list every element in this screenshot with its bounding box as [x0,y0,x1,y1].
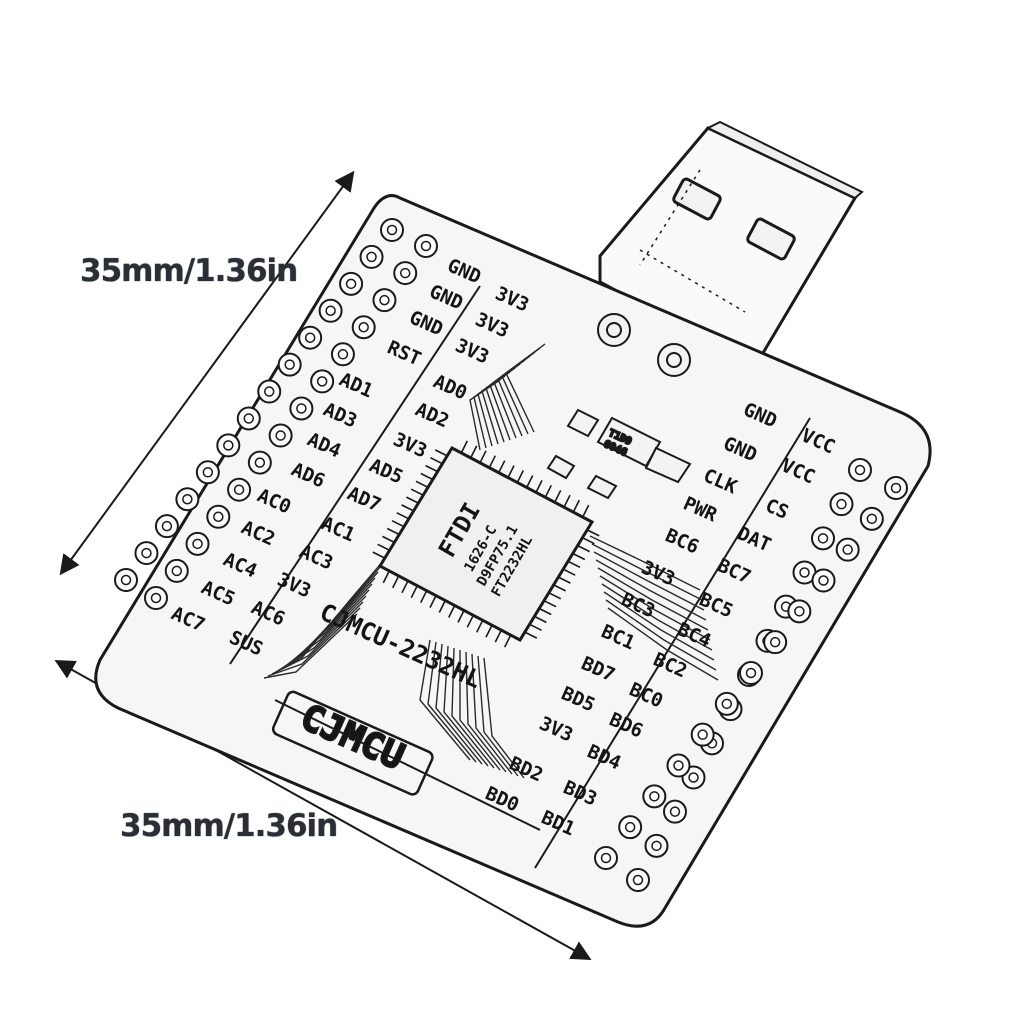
trace [465,651,507,773]
header-hole-center [817,533,829,544]
trace [443,645,489,767]
header-hole-center [818,575,829,586]
header-hole-center [213,511,224,523]
header-hole-center [345,278,357,290]
right-outer-pin-labels: VCC VCC CS DAT BC7 BC5 BC4 BC2 BC0 BD6 B… [538,424,838,840]
header-hole-center [233,484,245,495]
header-hole-center [182,493,193,505]
width-dimension-label: 35mm/1.36in [120,808,338,844]
header-hole-center [836,498,847,510]
header-hole-center [420,240,432,252]
header-hole-center [624,821,636,833]
trace [599,575,711,641]
header-hole-center [854,464,866,476]
height-dimension-label: 35mm/1.36in [80,253,298,289]
header-hole-center [296,403,307,414]
passive-components: T1D9 604G [546,313,692,500]
trace [591,543,703,601]
header-hole-center [794,606,805,617]
header-hole-center [866,513,878,525]
trace [459,650,501,771]
trace [483,657,525,779]
trace [593,551,705,611]
header-hole-center [284,359,295,370]
header-hole-center [399,267,411,279]
header-hole-center [651,840,662,852]
trace [279,589,370,671]
header-hole-center [304,332,316,343]
trace [603,591,715,661]
header-hole-center [325,305,336,317]
header-hole-center [254,457,266,468]
header-hole-center [688,772,699,783]
trace [451,647,495,769]
trace [471,653,513,775]
header-hole-center [223,440,234,451]
header-hole-center [243,413,255,424]
header-hole-center [632,874,644,886]
header-hole-center [171,565,183,577]
header-hole-center [673,760,684,771]
trace [427,641,477,763]
header-hole-center [202,467,214,478]
height-dimension-arrow [59,170,355,576]
trace [477,655,519,777]
header-hole-center [799,567,810,578]
header-hole-center [649,791,660,802]
trace [597,567,709,631]
trace [601,583,713,651]
trace [271,601,364,675]
header-hole-center [263,386,275,397]
silkscreen-dividers [229,285,811,869]
header-hole-center [745,667,757,679]
chip: FTDI 1626-C D9FP75.1 FT2232HL [372,440,600,648]
header-hole-center [316,376,328,387]
header-hole-center [150,592,162,604]
header-hole-center [366,251,377,263]
trace [419,639,471,761]
header-hole-center [386,224,398,236]
header-hole-center [141,547,152,559]
header-holes [114,218,908,892]
header-hole-center [600,852,612,864]
trace [275,595,367,673]
header-hole-center [721,698,733,710]
trace [595,559,707,621]
trace [589,535,701,591]
header-hole-center [275,430,286,441]
header-hole-center [669,806,681,817]
header-hole-center [161,520,173,532]
pcb-traces [263,343,719,779]
header-hole-center [842,544,853,555]
header-hole-center [379,294,390,306]
header-hole-center [697,729,708,740]
header-hole-center [769,636,781,648]
trace [605,599,717,671]
trace [607,607,719,681]
header-hole-center [337,349,349,360]
header-hole-center [358,321,369,333]
trace [435,643,483,765]
header-hole-center [192,538,203,550]
trace [505,343,546,433]
header-hole-center [120,574,132,586]
header-hole-center [890,482,902,494]
trace [267,607,361,677]
trace [263,613,358,679]
